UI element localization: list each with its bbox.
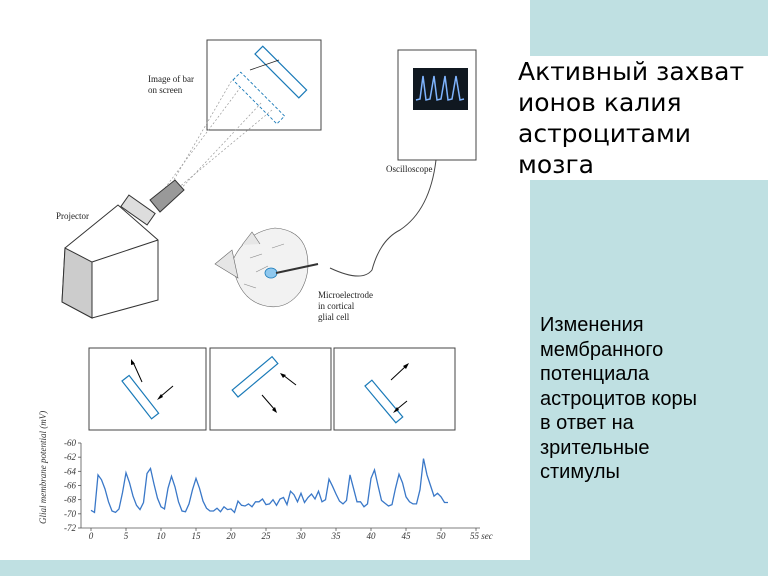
x-tick-label: 25 xyxy=(262,531,272,541)
y-tick-label: -66 xyxy=(64,481,76,491)
x-tick-label: 55 sec xyxy=(470,531,493,541)
x-tick-label: 20 xyxy=(227,531,237,541)
label-in-cortical: in cortical xyxy=(318,301,355,311)
stimulus-panel-3 xyxy=(333,347,456,431)
x-tick-label: 10 xyxy=(157,531,167,541)
experiment-figure: Image of bar on screen Projector Oscillo… xyxy=(38,39,493,541)
slide-title: Активный захват ионов калия астроцитами … xyxy=(518,56,768,180)
caption-line-3: потенциала xyxy=(540,363,650,385)
caption-line-4: астроцитов коры xyxy=(540,387,697,410)
stimulus-panel-1 xyxy=(88,347,207,431)
oscilloscope-cable xyxy=(329,159,437,277)
caption-line-5: в ответ на xyxy=(540,412,634,434)
label-oscilloscope: Oscilloscope xyxy=(386,164,433,174)
x-tick-label: 40 xyxy=(367,531,377,541)
microelectrode xyxy=(275,263,319,274)
title-line-1: Активный захват xyxy=(518,56,747,87)
x-tick-label: 5 xyxy=(124,531,129,541)
glial-potential-chart: Glial membrane potential (mV) -60 -62 -64 -… xyxy=(38,411,493,541)
projector xyxy=(61,179,185,319)
bar-image-on-screen xyxy=(232,45,308,125)
label-microelectrode: Microelectrode xyxy=(318,290,373,300)
y-tick-label: -70 xyxy=(64,509,76,519)
cat-head xyxy=(214,227,309,308)
title-line-4: мозга xyxy=(518,149,596,180)
y-tick-label: -60 xyxy=(64,438,76,448)
y-tick-label: -68 xyxy=(64,495,76,505)
bottom-strip xyxy=(0,560,530,576)
x-tick-label: 15 xyxy=(192,531,202,541)
slide-caption: Изменения мембранного потенциала астроци… xyxy=(540,313,760,485)
caption-line-2: мембранного xyxy=(540,338,664,361)
y-axis-label: Glial membrane potential (mV) xyxy=(38,411,48,524)
title-line-2: ионов калия xyxy=(518,87,684,118)
y-tick-label: -72 xyxy=(64,523,76,533)
cortex-recording-site xyxy=(264,267,278,279)
caption-line-7: стимулы xyxy=(540,461,620,483)
caption-line-1: Изменения xyxy=(540,314,644,336)
x-tick-label: 30 xyxy=(296,531,307,541)
label-glial-cell: glial cell xyxy=(318,312,350,322)
oscilloscope-trace xyxy=(415,75,465,101)
caption-line-6: зрительные xyxy=(540,436,650,459)
stimulus-panel-2 xyxy=(209,347,332,431)
y-tick-label: -62 xyxy=(64,452,76,462)
x-tick-label: 50 xyxy=(437,531,447,541)
projection-beam xyxy=(164,79,273,196)
x-tick-label: 45 xyxy=(402,531,412,541)
x-tick-label: 35 xyxy=(331,531,342,541)
label-on-screen: on screen xyxy=(148,85,183,95)
series-trace xyxy=(90,458,448,514)
x-tick-label: 0 xyxy=(89,531,94,541)
label-projector: Projector xyxy=(56,211,89,221)
y-tick-label: -64 xyxy=(64,466,76,476)
label-image-of-bar: Image of bar xyxy=(148,74,194,84)
title-line-3: астроцитами xyxy=(518,118,694,149)
